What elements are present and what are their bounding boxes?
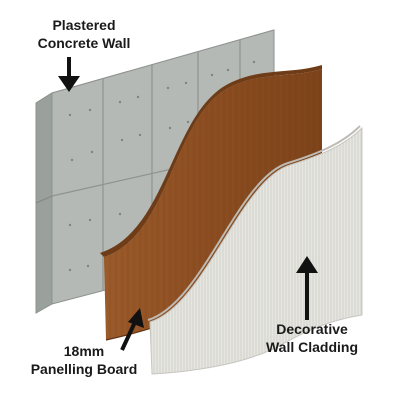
label-cladding-line2: Wall Cladding [265, 339, 359, 355]
arrow-up-right-icon [120, 308, 144, 351]
decorative-cladding-edge [147, 125, 361, 321]
arrow-down-icon [58, 57, 80, 92]
label-cladding-line1: Decorative [276, 321, 348, 337]
label-concrete-line1: Plastered [52, 17, 116, 33]
label-decorative-wall-cladding: Decorative Wall Cladding [256, 320, 368, 356]
label-panelling-line2: Panelling Board [30, 361, 138, 377]
arrow-up-icon [296, 256, 318, 320]
label-panelling-board: 18mm Panelling Board [26, 342, 142, 378]
concrete-wall-side [35, 92, 53, 314]
label-plastered-concrete-wall: Plastered Concrete Wall [34, 16, 134, 52]
label-concrete-line2: Concrete Wall [37, 35, 131, 51]
label-panelling-line1: 18mm [63, 343, 105, 359]
